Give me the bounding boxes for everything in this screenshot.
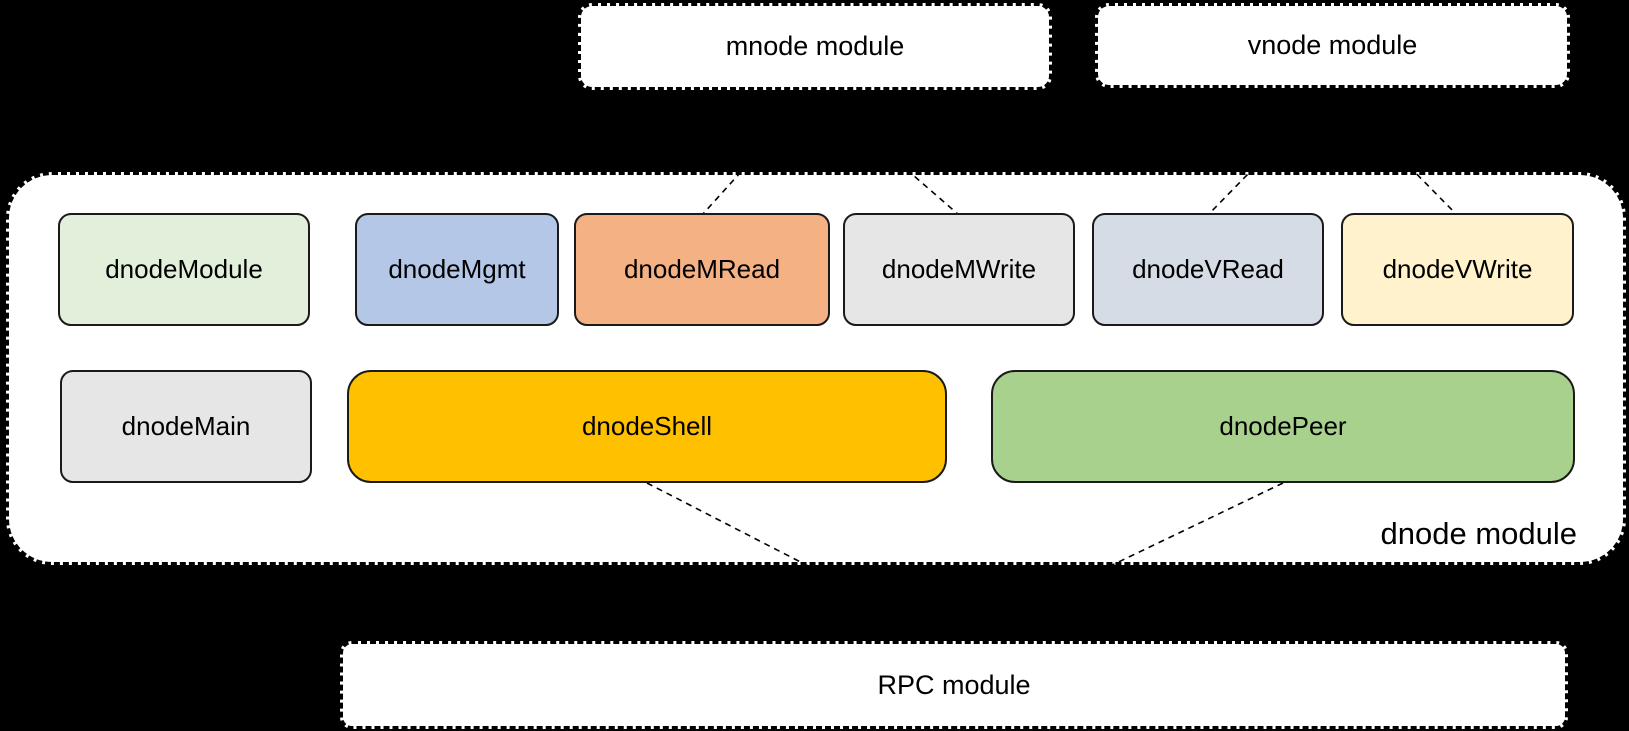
node-label-dnode-mwrite: dnodeMWrite [881, 254, 1037, 284]
vnode-module-box: vnode module [1095, 3, 1570, 88]
vnode-module-label: vnode module [1247, 30, 1418, 60]
node-label-dnode-vread: dnodeVRead [1132, 254, 1284, 284]
node-box-dnode-shell: dnodeShell [347, 370, 947, 483]
node-box-dnode-module: dnodeModule [58, 213, 310, 326]
rpc-module-box: RPC module [340, 641, 1568, 729]
dnode-module-caption: dnode module [1380, 516, 1578, 551]
node-box-dnode-mwrite: dnodeMWrite [843, 213, 1075, 326]
node-box-dnode-main: dnodeMain [60, 370, 312, 483]
node-label-dnode-mread: dnodeMRead [623, 254, 781, 284]
node-label-dnode-main: dnodeMain [121, 411, 251, 441]
mnode-module-label: mnode module [725, 31, 905, 61]
node-box-dnode-mgmt: dnodeMgmt [355, 213, 559, 326]
node-label-dnode-vwrite: dnodeVWrite [1382, 254, 1533, 284]
node-label-dnode-module: dnodeModule [105, 254, 263, 284]
node-box-dnode-vread: dnodeVRead [1092, 213, 1324, 326]
rpc-module-label: RPC module [877, 669, 1031, 700]
node-label-dnode-mgmt: dnodeMgmt [388, 254, 526, 284]
node-box-dnode-peer: dnodePeer [991, 370, 1575, 483]
mnode-module-box: mnode module [578, 3, 1052, 90]
node-label-dnode-shell: dnodeShell [581, 411, 713, 441]
node-box-dnode-vwrite: dnodeVWrite [1341, 213, 1574, 326]
node-label-dnode-peer: dnodePeer [1219, 411, 1347, 441]
node-box-dnode-mread: dnodeMRead [574, 213, 830, 326]
